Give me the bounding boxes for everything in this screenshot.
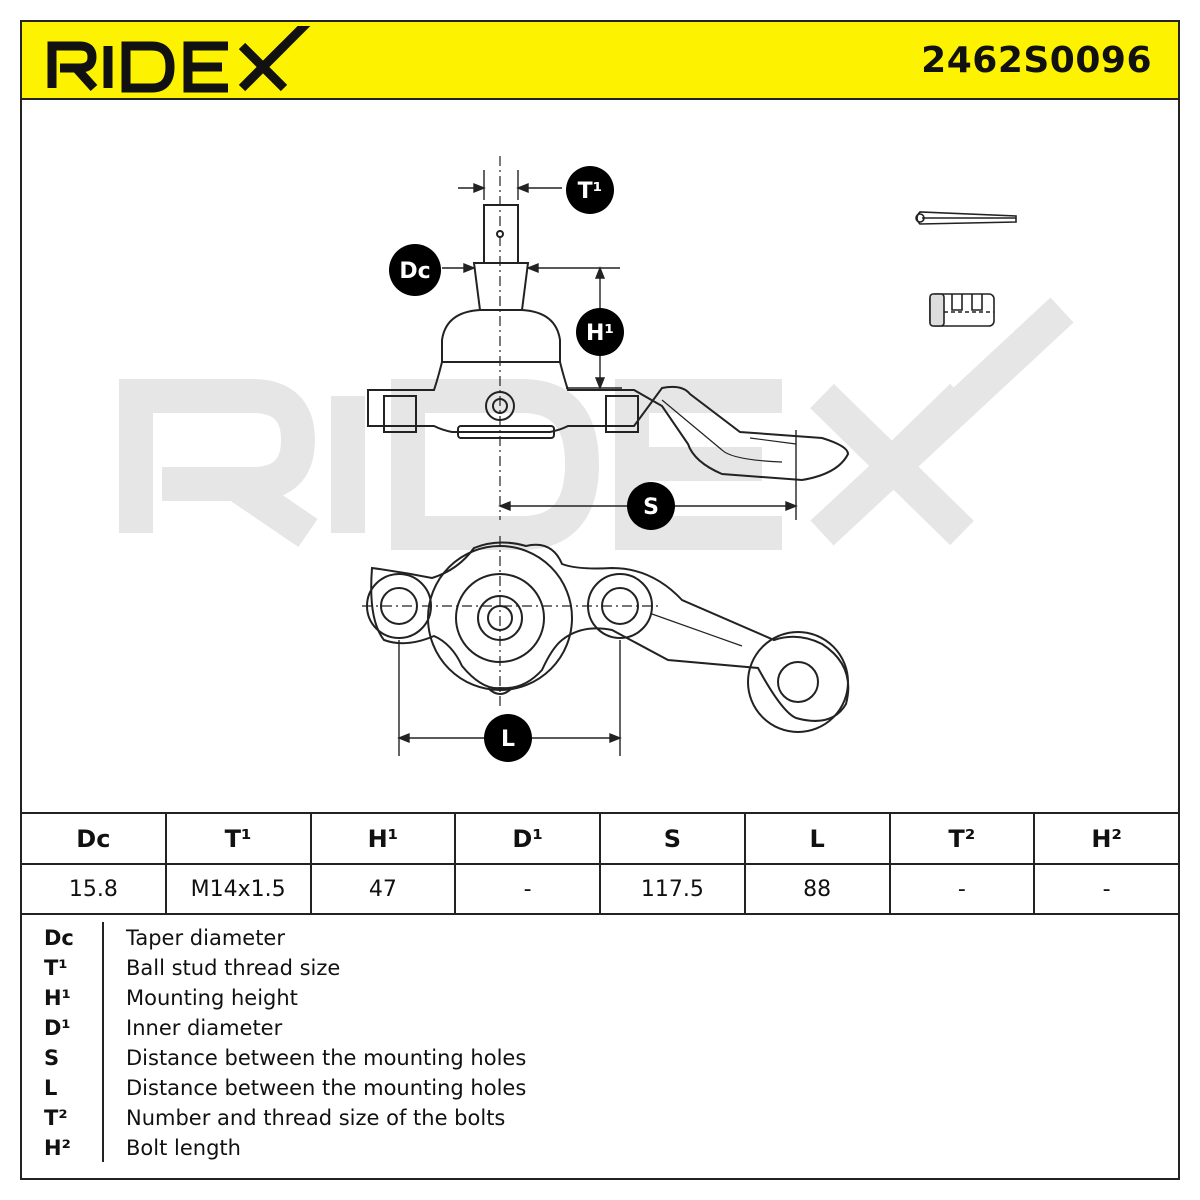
badge-t1-label: T¹: [578, 179, 603, 204]
spec-value-cell: 88: [743, 863, 891, 915]
legend-code: Dc: [44, 926, 74, 950]
spec-value-cell: -: [888, 863, 1036, 915]
legend-item: L Distance between the mounting holes: [22, 1076, 1172, 1106]
legend-item: D¹ Inner diameter: [22, 1016, 1172, 1046]
legend-item: T² Number and thread size of the bolts: [22, 1106, 1172, 1136]
brand-name: RIDEX: [0, 0, 1, 1]
stud-taper: [472, 262, 530, 311]
ball-housing: [441, 309, 561, 363]
stud-thread: [483, 204, 519, 264]
legend-desc: Mounting height: [126, 986, 298, 1010]
badge-t1: T¹: [566, 166, 614, 214]
badge-l-label: L: [501, 727, 515, 752]
legend-divider: [102, 922, 104, 1162]
legend-desc: Distance between the mounting holes: [126, 1046, 527, 1070]
ridex-logo: [47, 26, 311, 93]
legend-code: D¹: [44, 1016, 71, 1040]
spec-header-cell: H¹: [309, 812, 457, 865]
legend-code: S: [44, 1046, 60, 1070]
arm-outline: [370, 541, 850, 722]
spec-value-cell: 15.8: [20, 863, 167, 915]
right-bushing: [605, 395, 639, 433]
part-number: 2462S0096: [921, 40, 1152, 81]
badge-h1: H¹: [576, 308, 624, 356]
castle-nut-icon: [929, 293, 995, 327]
badge-dc: Dc: [389, 244, 441, 296]
badge-s-label: S: [643, 495, 659, 520]
spec-table: Dc T¹ H¹ D¹ S L T² H² 15.8 M14x1.5 47 - …: [20, 812, 1180, 915]
legend-code: H¹: [44, 986, 71, 1010]
badge-s: S: [627, 482, 675, 530]
cotter-pin-icon: [915, 211, 1017, 225]
legend-desc: Distance between the mounting holes: [126, 1076, 527, 1100]
spec-header-cell: T²: [888, 812, 1036, 865]
dimension-lines: [442, 170, 798, 520]
legend-code: T¹: [44, 956, 68, 980]
spec-header-cell: L: [743, 812, 891, 865]
spec-header-cell: S: [599, 812, 746, 865]
header-bar: 2462S0096: [20, 20, 1180, 100]
legend-item: S Distance between the mounting holes: [22, 1046, 1172, 1076]
spec-value-cell: 117.5: [599, 863, 746, 915]
ridex-watermark: [119, 297, 1074, 550]
spec-value-cell: -: [454, 863, 601, 915]
spec-header-cell: Dc: [20, 812, 167, 865]
legend-code: H²: [44, 1136, 71, 1160]
spec-value-cell: -: [1033, 863, 1180, 915]
legend-code: L: [44, 1076, 58, 1100]
legend-desc: Ball stud thread size: [126, 956, 341, 980]
spec-header-cell: H²: [1033, 812, 1180, 865]
spec-value-cell: 47: [309, 863, 457, 915]
legend-item: H¹ Mounting height: [22, 986, 1172, 1016]
legend-item: Dc Taper diameter: [22, 926, 1172, 956]
spec-value-row: 15.8 M14x1.5 47 - 117.5 88 - -: [20, 863, 1180, 915]
side-view: [367, 156, 850, 520]
legend-desc: Number and thread size of the bolts: [126, 1106, 506, 1130]
spec-header-cell: T¹: [164, 812, 312, 865]
legend-code: T²: [44, 1106, 68, 1130]
top-view: [362, 536, 850, 733]
spec-value-cell: M14x1.5: [164, 863, 312, 915]
legend: Dc Taper diameter T¹ Ball stud thread si…: [20, 912, 1180, 1180]
spec-header-cell: D¹: [454, 812, 601, 865]
left-bushing: [383, 395, 417, 433]
legend-desc: Bolt length: [126, 1136, 241, 1160]
legend-item: T¹ Ball stud thread size: [22, 956, 1172, 986]
badge-dc-label: Dc: [399, 259, 430, 284]
legend-item: H² Bolt length: [22, 1136, 1172, 1166]
badge-l: L: [484, 714, 532, 762]
legend-desc: Inner diameter: [126, 1016, 283, 1040]
badge-h1-label: H¹: [586, 321, 614, 346]
legend-desc: Taper diameter: [126, 926, 285, 950]
technical-drawing: T¹ Dc H¹ S L: [119, 156, 1074, 762]
spec-header-row: Dc T¹ H¹ D¹ S L T² H²: [20, 812, 1180, 865]
